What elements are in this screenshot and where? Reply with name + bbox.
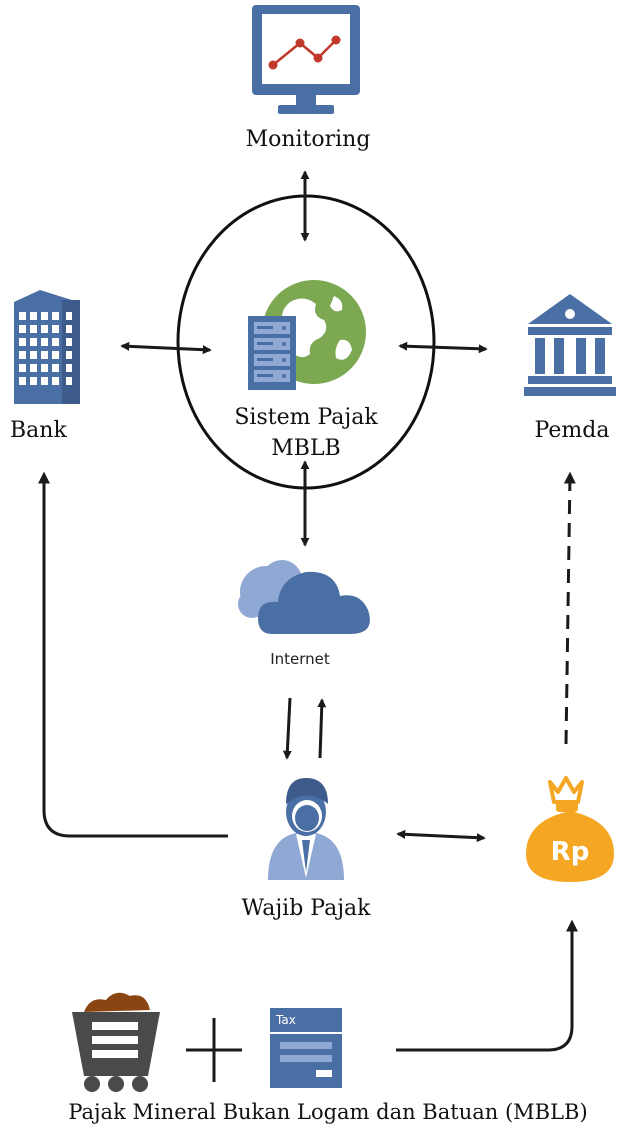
person-icon [268,778,344,880]
monitor-chart-icon [252,5,360,114]
tax-form-icon: Tax [270,1008,342,1088]
tax-label: Tax [275,1013,296,1027]
system-label-line1: Sistem Pajak [234,405,378,430]
pemda-label: Pemda [535,418,610,443]
arrow-bank-system [120,341,212,355]
mining-cart-icon [72,992,160,1092]
bank-building-icon [14,290,80,404]
arrow-wajib-to-internet [317,698,327,759]
monitoring-label: Monitoring [246,127,371,152]
rp-label: Rp [551,837,590,867]
arrow-money-pemda-dashed [563,471,576,745]
arrow-system-pemda [398,341,488,354]
money-bag-icon [526,776,614,882]
bank-label: Bank [10,418,67,443]
caption: Pajak Mineral Bukan Logam dan Batuan (MB… [68,1100,587,1124]
system-label-line2: MBLB [271,436,340,461]
internet-label: Internet [270,650,330,668]
arrow-internet-to-wajib [282,697,292,760]
server-globe-icon [248,280,366,390]
cloud-icon [238,560,370,634]
government-building-icon [524,294,616,396]
arrow-wajib-money [396,829,486,843]
wajib-pajak-label: Wajib Pajak [242,896,372,921]
arrow-tax-money [396,919,578,1052]
arrow-wajib-bank [38,471,228,838]
plus-sign [186,1018,242,1082]
